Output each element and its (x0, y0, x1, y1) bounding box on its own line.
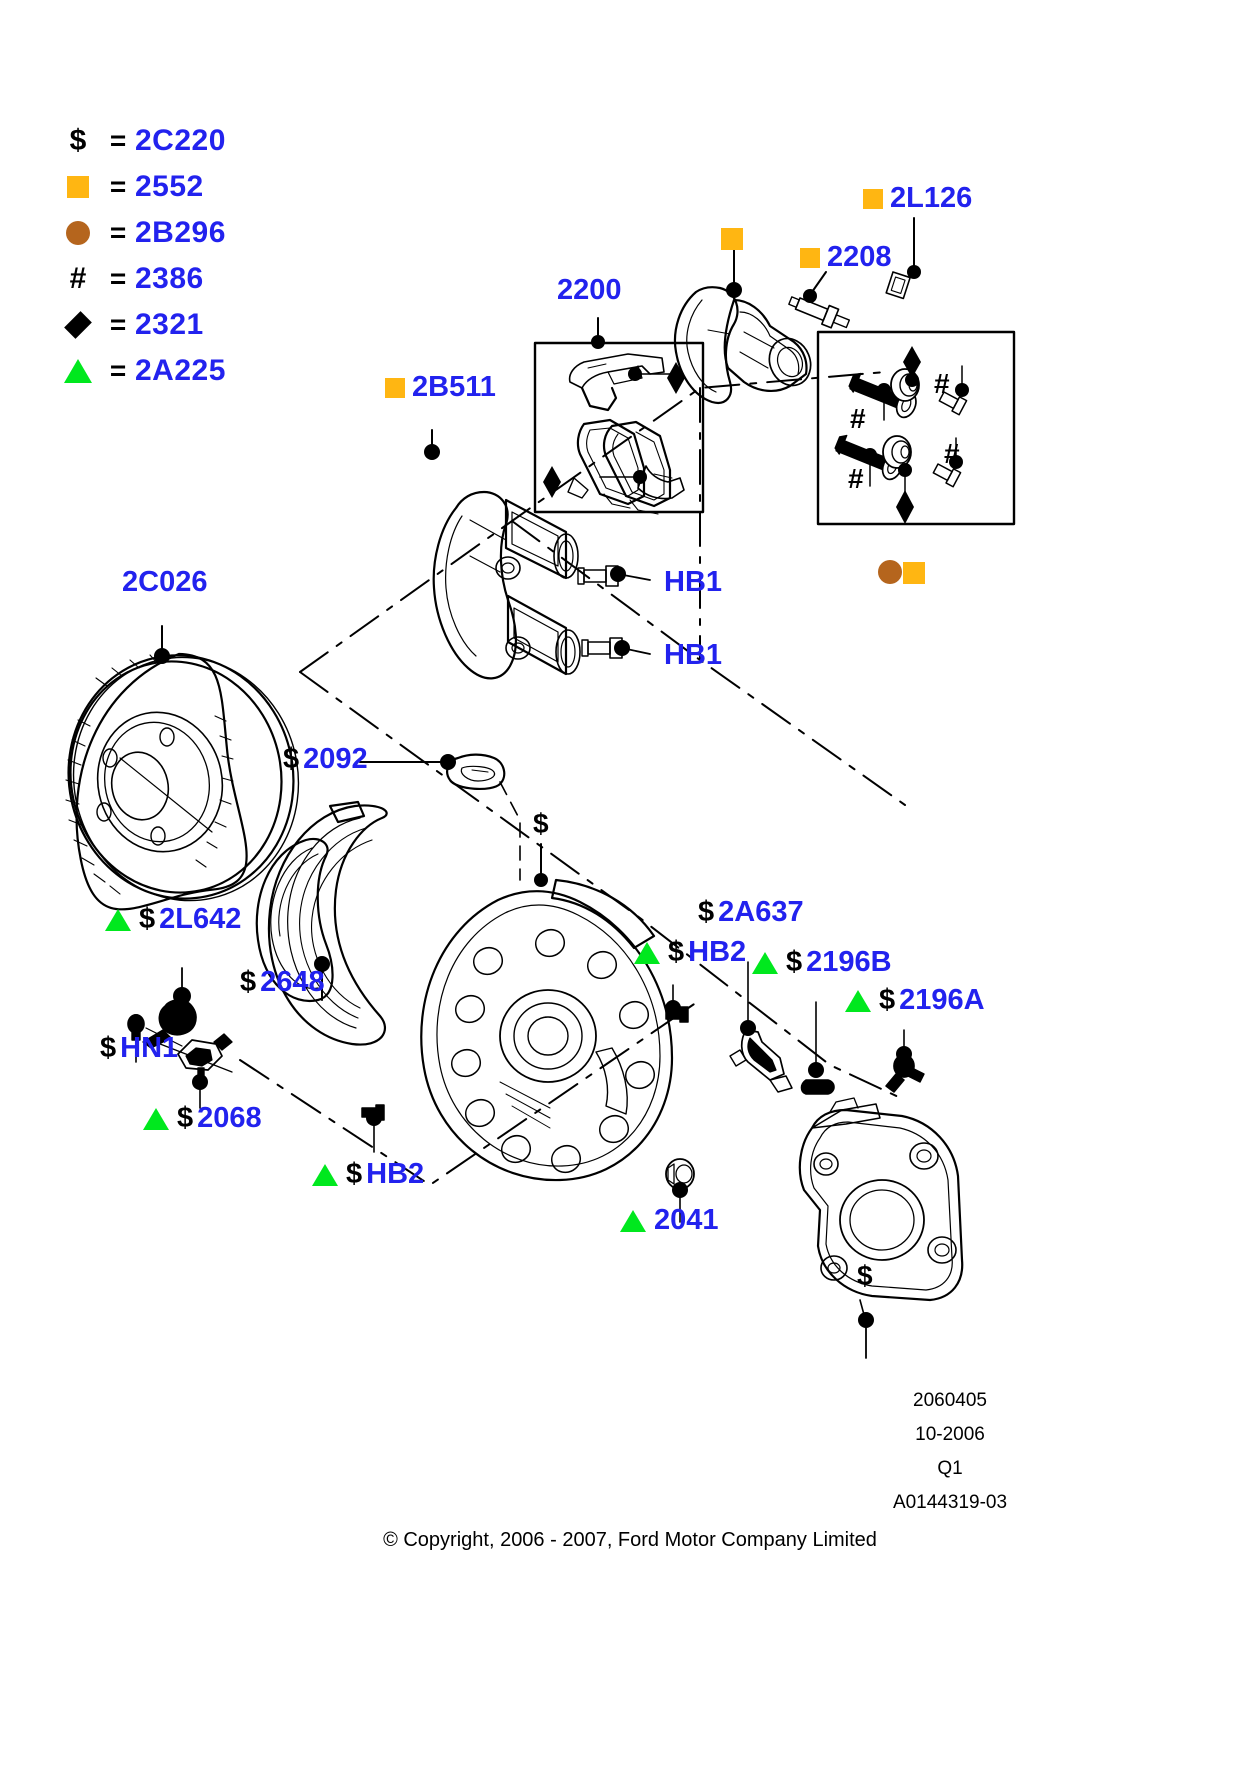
equals-sign: = (109, 355, 127, 386)
callout-HB2-right[interactable]: $ HB2 (634, 938, 746, 967)
hash-marker-1: # (934, 368, 950, 399)
callout-2200[interactable]: 2200 (557, 276, 622, 305)
callout-code: 2648 (260, 966, 325, 998)
legend-code: 2C220 (135, 124, 226, 157)
square-marker-icon (800, 247, 820, 268)
dollar-marker-icon: $ (786, 946, 803, 978)
callout-2L126[interactable]: 2L126 (863, 184, 972, 213)
triangle-marker-icon (143, 1107, 169, 1130)
callout-2196B[interactable]: $ 2196B (752, 948, 892, 977)
callout-code: HB2 (366, 1158, 425, 1190)
equals-sign: = (109, 263, 127, 294)
equals-sign: = (109, 217, 127, 248)
callout-2196A[interactable]: $ 2196A (845, 986, 985, 1015)
callout-code: 2C026 (122, 566, 208, 598)
legend-item-2A225: = 2A225 (55, 348, 226, 394)
callout-2A637[interactable]: $ 2A637 (698, 898, 804, 927)
legend-code: 2321 (135, 308, 204, 341)
callout-code: 2208 (827, 241, 892, 273)
hash-marker-3: # (944, 438, 960, 469)
callout-code: 2068 (197, 1102, 262, 1134)
dollar-marker-knuckle: $ (857, 1260, 873, 1291)
callout-code: 2L126 (890, 182, 973, 214)
equals-sign: = (109, 125, 127, 156)
callout-2208[interactable]: 2208 (800, 243, 892, 272)
callout-code: 2B511 (412, 371, 496, 403)
legend-code: 2552 (135, 170, 204, 203)
triangle-marker-icon (752, 951, 778, 974)
triangle-marker-icon (312, 1163, 338, 1186)
callout-HB1-upper[interactable]: HB1 (664, 568, 722, 597)
legend-item-2552: = 2552 (55, 164, 226, 210)
triangle-marker-icon (620, 1209, 646, 1232)
callout-HN1[interactable]: $ HN1 (100, 1034, 178, 1063)
dollar-marker-icon: $ (177, 1102, 194, 1134)
dollar-marker-icon: $ (668, 936, 685, 968)
footer-revision: Q1 (937, 1458, 963, 1479)
legend-code: 2B296 (135, 216, 226, 249)
legend-item-2321: = 2321 (55, 302, 226, 348)
dollar-marker-icon: $ (100, 1032, 117, 1064)
legend-code: 2386 (135, 262, 204, 295)
callout-2L642[interactable]: $ 2L642 (105, 905, 241, 934)
hash-icon: # (69, 262, 87, 295)
callout-code: HN1 (120, 1032, 179, 1064)
triangle-icon (55, 359, 101, 383)
callout-code: 2041 (654, 1204, 719, 1236)
dollar-marker-icon: $ (283, 743, 300, 775)
square-marker-caliper (721, 228, 743, 250)
callout-2C026[interactable]: 2C026 (122, 568, 207, 597)
triangle-marker-icon (634, 941, 660, 964)
square-icon (55, 176, 101, 198)
dollar-icon: $ (69, 124, 87, 157)
callout-2B511[interactable]: 2B511 (385, 373, 496, 402)
legend-code: 2A225 (135, 354, 226, 387)
callout-code: HB2 (688, 936, 747, 968)
square-marker-2552 (903, 562, 925, 584)
callout-HB2-bottom[interactable]: $ HB2 (312, 1160, 424, 1189)
footer-date: 10-2006 (915, 1424, 985, 1445)
hash-marker-4: # (848, 463, 864, 494)
callout-code: 2196A (899, 984, 985, 1016)
legend-item-2386: # = 2386 (55, 256, 226, 302)
callout-2041[interactable]: 2041 (620, 1206, 719, 1235)
callout-code: 2092 (303, 743, 368, 775)
hash-marker-2: # (850, 403, 866, 434)
callout-code: 2L642 (159, 903, 242, 935)
callout-HB1-lower[interactable]: HB1 (664, 641, 722, 670)
callout-code: 2200 (557, 274, 622, 306)
equals-sign: = (109, 171, 127, 202)
callout-2648[interactable]: $ 2648 (240, 968, 325, 997)
copyright-notice: © Copyright, 2006 - 2007, Ford Motor Com… (383, 1529, 877, 1551)
dollar-marker-icon: $ (139, 903, 156, 935)
dollar-marker-icon: $ (879, 984, 896, 1016)
dollar-marker-plate: $ (533, 808, 549, 839)
legend-item-2B296: = 2B296 (55, 210, 226, 256)
callout-code: HB1 (664, 566, 723, 598)
callout-code: HB1 (664, 639, 723, 671)
legend-item-2C220: $ = 2C220 (55, 118, 226, 164)
equals-sign: = (109, 309, 127, 340)
callout-code: 2196B (806, 946, 892, 978)
dollar-marker-icon: $ (240, 966, 257, 998)
circle-icon (55, 221, 101, 245)
triangle-marker-icon (845, 989, 871, 1012)
symbol-legend: $ = 2C220 = 2552 = 2B296 # = 2386 = 2321… (55, 118, 226, 394)
callout-2068[interactable]: $ 2068 (143, 1104, 262, 1133)
square-marker-icon (385, 377, 405, 398)
callout-2092[interactable]: $ 2092 (283, 745, 368, 774)
footer-asset-id: A0144319-03 (892, 1492, 1008, 1513)
callout-code: 2A637 (718, 896, 804, 928)
circle-marker-2B296 (878, 560, 902, 584)
footer-drawing-number: 2060405 (913, 1390, 987, 1411)
dollar-marker-icon: $ (346, 1158, 363, 1190)
triangle-marker-icon (105, 908, 131, 931)
dollar-marker-icon: $ (698, 896, 715, 928)
square-marker-icon (863, 188, 883, 209)
